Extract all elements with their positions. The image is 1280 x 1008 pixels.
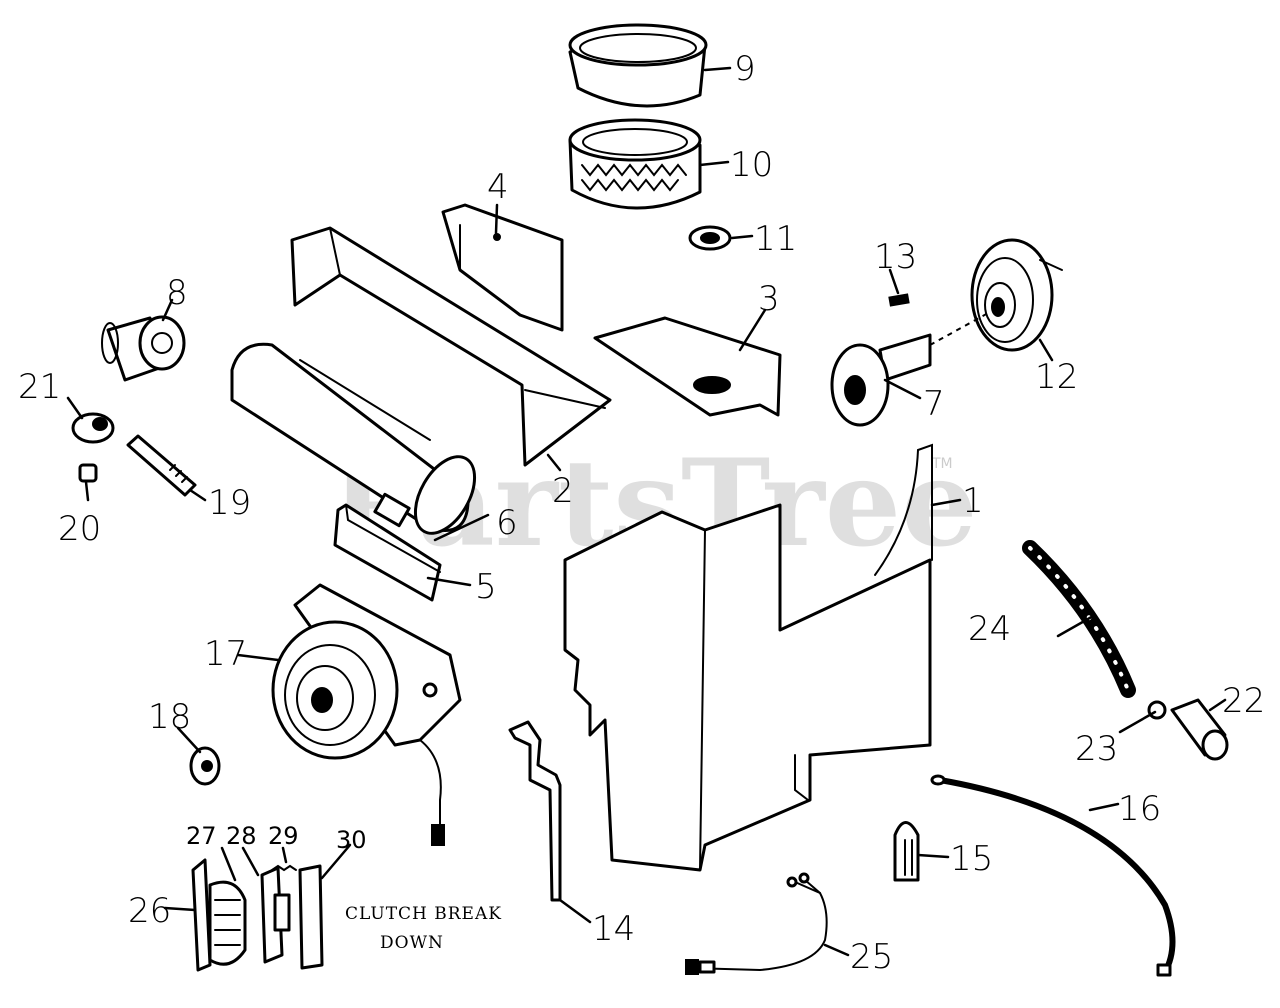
part-10-filter (568, 118, 702, 210)
callout-26: 26 (128, 891, 171, 931)
callout-19: 19 (208, 483, 251, 523)
part-6-muffler (230, 342, 477, 535)
part-1-base-panel (563, 443, 933, 872)
callout-28: 28 (226, 822, 257, 850)
part-11-grommet (688, 225, 732, 251)
callout-21: 21 (18, 367, 61, 407)
part-17-clutch (271, 583, 462, 846)
callouts: 1 2 3 4 5 6 7 8 9 10 11 12 13 14 15 16 1… (18, 49, 1265, 977)
part-18-washer (189, 746, 221, 786)
callout-10: 10 (730, 145, 773, 185)
part-26 (191, 858, 212, 972)
part-27 (208, 880, 247, 966)
clutch-breakdown (191, 858, 324, 972)
callout-6: 6 (496, 503, 518, 543)
part-15-clip (893, 821, 920, 882)
callout-16: 16 (1118, 789, 1161, 829)
callout-17: 17 (204, 634, 247, 674)
callout-12: 12 (1035, 357, 1078, 397)
part-12-pulley (970, 238, 1063, 352)
part-21-elbow (71, 412, 115, 444)
callout-15: 15 (950, 839, 993, 879)
callout-11: 11 (754, 219, 797, 259)
callout-14: 14 (592, 909, 635, 949)
part-5-bracket (333, 503, 442, 602)
part-4-baffle (441, 203, 564, 332)
callout-18: 18 (148, 697, 191, 737)
callout-30: 30 (336, 826, 367, 854)
part-7-shaft (830, 311, 991, 427)
part-30 (298, 864, 324, 970)
callout-5: 5 (475, 567, 497, 607)
callout-24: 24 (968, 609, 1011, 649)
part-3-cover-plate (593, 316, 782, 417)
callout-23: 23 (1075, 729, 1118, 769)
watermark-tm: TM (931, 456, 953, 472)
part-24-hose (1022, 540, 1136, 698)
callout-1: 1 (962, 481, 984, 521)
caption-line-2: DOWN (380, 933, 444, 953)
callout-9: 9 (734, 49, 756, 89)
callout-27: 27 (186, 822, 217, 850)
part-23-clamp (1147, 700, 1167, 720)
part-2-shroud (290, 226, 612, 467)
part-16-fuel-line (930, 774, 1176, 977)
part-22-fuel-filter (1170, 698, 1229, 761)
callout-3: 3 (758, 279, 780, 319)
part-28-hub (273, 893, 291, 932)
part-14-rod (508, 720, 562, 902)
callout-2: 2 (552, 471, 574, 511)
part-29 (271, 864, 297, 872)
caption-line-1: CLUTCH BREAK (345, 904, 502, 924)
part-13-key (888, 293, 910, 307)
part-8-fitting (101, 315, 186, 382)
callout-7: 7 (923, 384, 945, 424)
callout-22: 22 (1222, 681, 1265, 721)
part-20-plug (78, 463, 98, 483)
part-25-harness (685, 872, 828, 975)
leader-lines (66, 66, 1227, 957)
callout-20: 20 (58, 509, 101, 549)
part-19-nipple (126, 434, 197, 497)
callout-13: 13 (874, 237, 917, 277)
callout-29: 29 (268, 822, 299, 850)
callout-8: 8 (166, 273, 188, 313)
callout-4: 4 (487, 167, 509, 207)
callout-25: 25 (850, 937, 893, 977)
part-9-cover (568, 23, 708, 108)
